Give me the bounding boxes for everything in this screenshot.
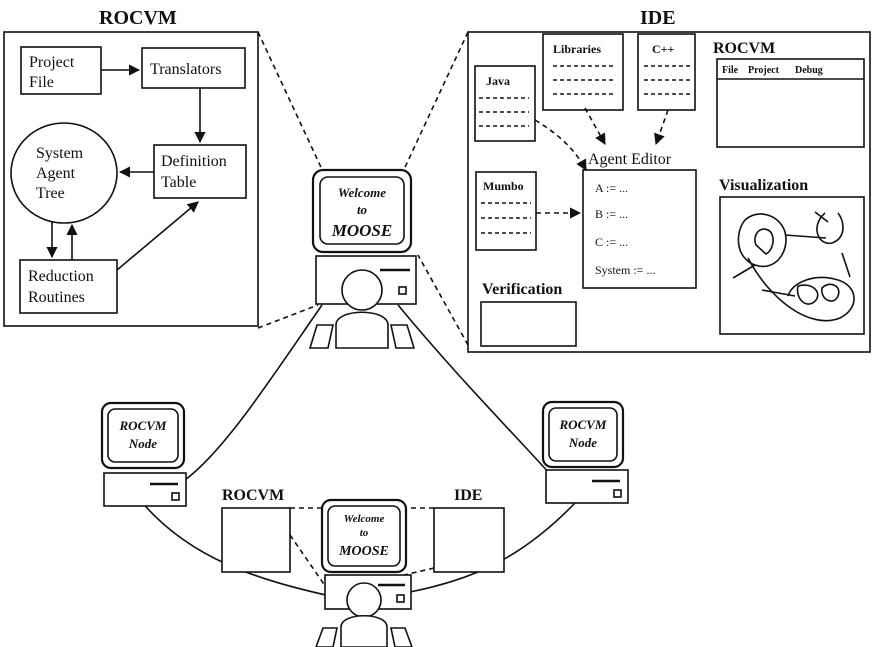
left-node-line-2: Node bbox=[128, 436, 157, 451]
ide-panel: IDE Java Libraries C++ ROCVM File Projec… bbox=[468, 7, 870, 352]
bottom-user-head bbox=[347, 583, 381, 617]
central-user-right-arm bbox=[391, 325, 414, 348]
right-node-line-2: Node bbox=[568, 435, 597, 450]
reduction-routines-label-2: Routines bbox=[28, 289, 85, 306]
java-label: Java bbox=[486, 74, 510, 88]
verification-box bbox=[481, 302, 576, 346]
central-user-left-arm bbox=[310, 325, 333, 348]
visualization-label: Visualization bbox=[719, 177, 808, 194]
bottom-ide-window bbox=[434, 508, 504, 572]
visualization-box bbox=[720, 197, 864, 334]
agent-editor-title: Agent Editor bbox=[588, 151, 672, 168]
ide-panel-title: IDE bbox=[640, 7, 676, 29]
editor-line-b: B := ... bbox=[595, 207, 628, 221]
editor-line-a: A := ... bbox=[595, 181, 628, 195]
bottom-workstation: ROCVM IDE Welcome to MOOSE bbox=[222, 487, 504, 647]
link-center-to-left-node bbox=[185, 305, 322, 480]
central-user-head bbox=[342, 270, 382, 310]
editor-line-c: C := ... bbox=[595, 235, 628, 249]
bottom-screen-line-1: Welcome bbox=[344, 513, 385, 525]
left-node-line-1: ROCVM bbox=[119, 418, 167, 433]
rocvm-menu-file: File bbox=[722, 65, 739, 76]
project-file-label-2: File bbox=[29, 74, 54, 91]
bottom-rocvm-label: ROCVM bbox=[222, 487, 284, 504]
verification-label: Verification bbox=[482, 281, 562, 298]
system-agent-tree-label-1: System bbox=[36, 145, 84, 162]
bottom-user-body bbox=[341, 616, 387, 647]
libraries-label: Libraries bbox=[553, 42, 601, 56]
rocvm-menu-debug: Debug bbox=[795, 65, 823, 76]
cpp-label: C++ bbox=[652, 42, 675, 56]
rocvm-panel-title: ROCVM bbox=[99, 7, 177, 29]
central-screen-line-1: Welcome bbox=[338, 185, 386, 200]
bottom-user-left-arm bbox=[316, 628, 337, 647]
bottom-screen-line-3: MOOSE bbox=[338, 544, 389, 559]
mumbo-label: Mumbo bbox=[483, 179, 524, 193]
right-node-cpu bbox=[546, 470, 628, 503]
right-node-line-1: ROCVM bbox=[559, 417, 607, 432]
rocvm-window-title: ROCVM bbox=[713, 40, 775, 57]
bottom-rocvm-window bbox=[222, 508, 290, 572]
bottom-user-right-arm bbox=[391, 628, 412, 647]
central-user-body bbox=[336, 312, 388, 348]
rocvm-panel: ROCVM Project File Translators Definitio… bbox=[4, 7, 258, 326]
editor-line-system: System := ... bbox=[595, 263, 655, 277]
rocvm-window bbox=[717, 59, 864, 147]
system-agent-tree-label-2: Agent bbox=[36, 165, 76, 182]
bottom-screen-line-2: to bbox=[360, 527, 369, 539]
left-rocvm-node: ROCVM Node bbox=[102, 403, 186, 506]
project-file-label-1: Project bbox=[29, 54, 75, 71]
central-screen-line-3: MOOSE bbox=[331, 221, 392, 240]
left-node-cpu bbox=[104, 473, 186, 506]
bottom-ide-label: IDE bbox=[454, 487, 482, 504]
right-rocvm-node: ROCVM Node bbox=[543, 402, 628, 503]
definition-table-label-2: Table bbox=[161, 174, 196, 191]
definition-table-label-1: Definition bbox=[161, 153, 227, 170]
system-agent-tree-label-3: Tree bbox=[36, 185, 65, 202]
central-power-button bbox=[399, 287, 406, 294]
reduction-routines-label-1: Reduction bbox=[28, 268, 94, 285]
rocvm-menu-project: Project bbox=[748, 65, 780, 76]
translators-label: Translators bbox=[150, 61, 221, 78]
central-screen-line-2: to bbox=[357, 202, 368, 217]
central-workstation: Welcome to MOOSE bbox=[310, 170, 416, 348]
